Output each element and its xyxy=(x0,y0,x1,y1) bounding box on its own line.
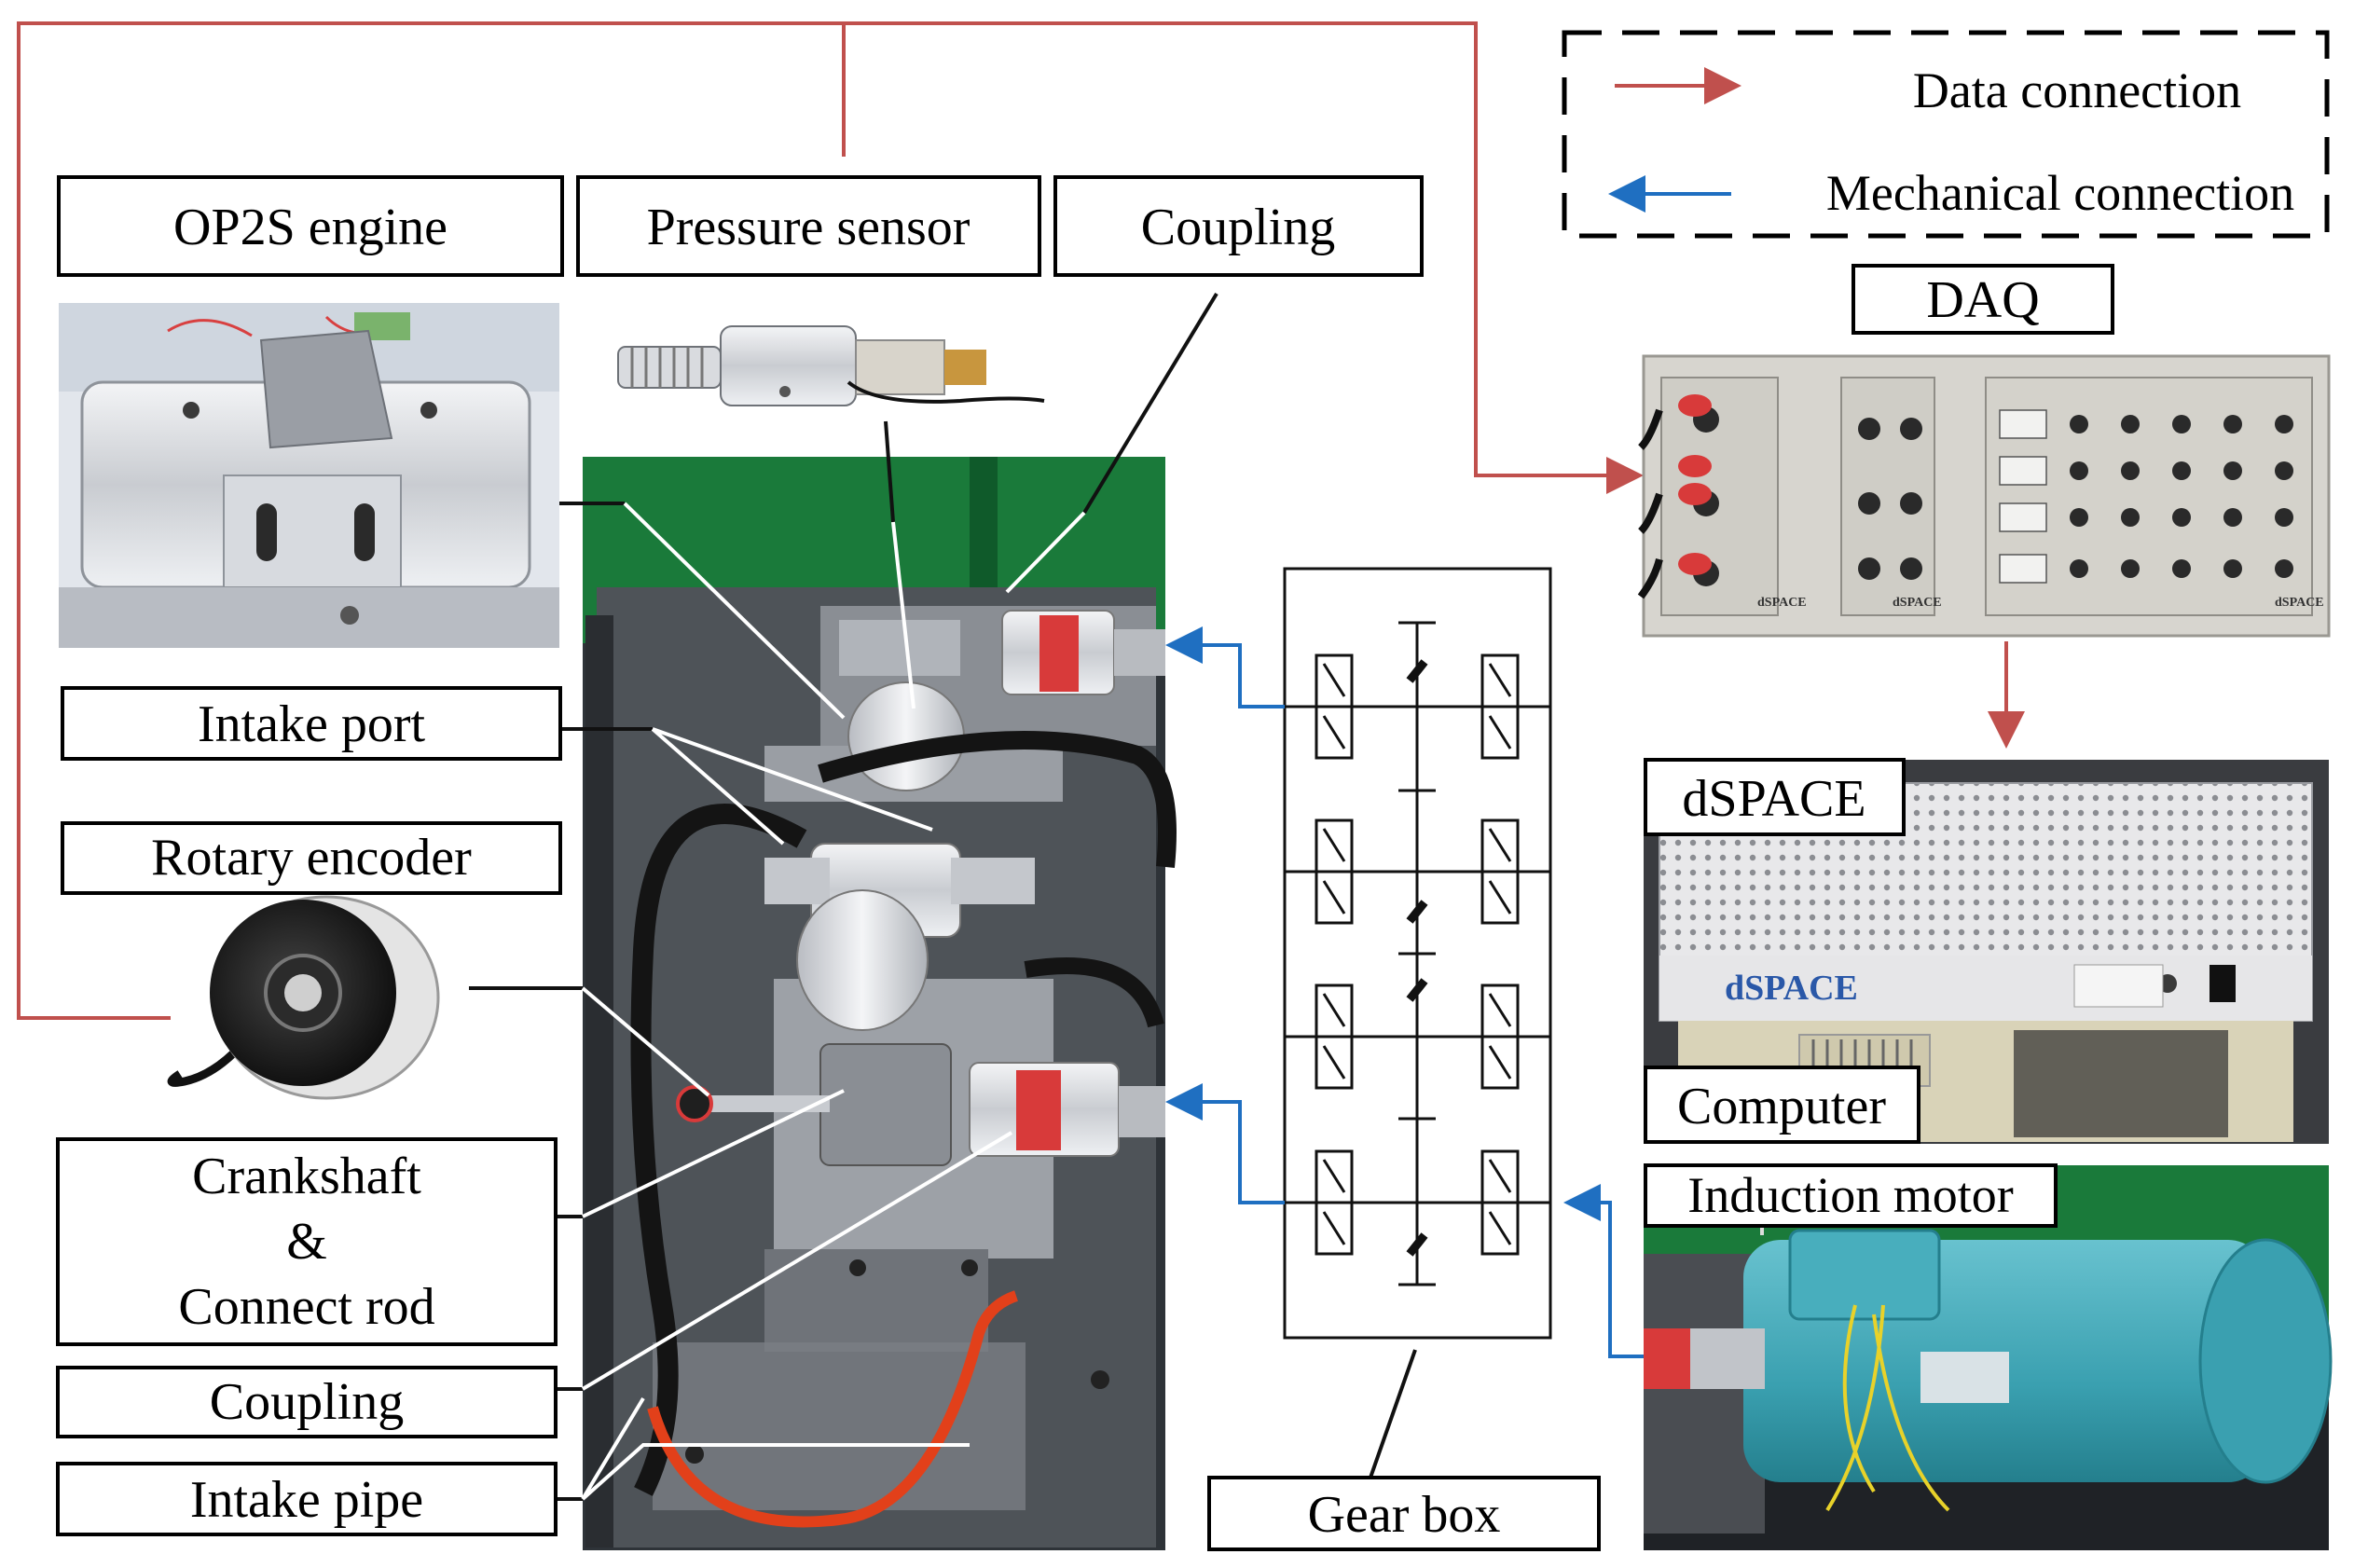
label-crankshaft: Crankshaft xyxy=(192,1148,421,1205)
gear-box-diagram xyxy=(1283,567,1552,1340)
label-box-dspace xyxy=(1644,758,1906,836)
label-coupling-bottom: Coupling xyxy=(210,1373,404,1431)
label-boxes xyxy=(56,175,2114,1551)
rotary-encoder-photo xyxy=(167,895,440,1100)
label-coupling-top: Coupling xyxy=(1141,199,1335,256)
label-crankshaft-ampersand: & xyxy=(286,1213,327,1271)
pressure-sensor-photo xyxy=(617,325,1045,406)
label-box-computer xyxy=(1644,1066,1920,1144)
label-intake-port: Intake port xyxy=(198,695,426,753)
label-box-intake-pipe xyxy=(56,1462,558,1536)
label-intake-pipe: Intake pipe xyxy=(190,1471,423,1529)
op2s-engine-photo xyxy=(59,303,559,648)
label-pressure-sensor: Pressure sensor xyxy=(647,199,971,256)
daq-brand-text-3: dSPACE xyxy=(2275,596,2324,610)
label-box-gear-box xyxy=(1207,1476,1601,1551)
gear-pins xyxy=(1406,659,1428,1257)
legend-border xyxy=(1562,30,2330,239)
label-gear-box: Gear box xyxy=(1308,1486,1501,1544)
label-box-coupling-top xyxy=(1053,175,1424,277)
data-line-encoder-loop xyxy=(17,21,1644,1020)
label-box-pressure-sensor xyxy=(576,175,1041,277)
label-rotary-encoder: Rotary encoder xyxy=(151,829,472,887)
label-computer: Computer xyxy=(1677,1078,1886,1135)
gear-bearings xyxy=(1315,653,1520,1256)
label-texts: OP2S engine Pressure sensor Coupling Int… xyxy=(151,199,2039,1544)
test-bench-photo xyxy=(583,457,1177,1550)
mech-line-motor xyxy=(1563,1184,1644,1358)
label-daq: DAQ xyxy=(1926,271,2039,329)
label-op2s-engine: OP2S engine xyxy=(173,199,447,256)
label-box-coupling-bottom xyxy=(56,1366,558,1438)
label-box-induction-motor xyxy=(1644,1163,2058,1228)
dspace-brand-text: dSPACE xyxy=(1725,969,1858,1008)
label-box-op2s-engine xyxy=(57,175,564,277)
label-box-crankshaft xyxy=(56,1137,558,1346)
mech-line-bottom xyxy=(1165,1083,1285,1204)
legend: Data connection Mechanical connection xyxy=(1562,30,2330,239)
label-dspace: dSPACE xyxy=(1682,770,1865,828)
mech-line-top xyxy=(1165,626,1285,708)
label-box-rotary-encoder xyxy=(61,821,562,895)
legend-mechanical-connection: Mechanical connection xyxy=(1826,165,2294,221)
legend-data-connection: Data connection xyxy=(1913,62,2241,118)
data-connection-lines xyxy=(17,21,2025,1020)
label-connect-rod: Connect rod xyxy=(178,1278,434,1336)
label-box-daq xyxy=(1852,264,2114,335)
mechanical-connection-lines xyxy=(1165,626,1644,1358)
induction-motor-photo xyxy=(1644,1165,2333,1550)
label-box-intake-port xyxy=(61,686,562,761)
label-induction-motor: Induction motor xyxy=(1687,1167,2013,1223)
daq-brand-text-2: dSPACE xyxy=(1893,596,1942,610)
daq-photo: dSPACE dSPACE dSPACE xyxy=(1637,354,2331,638)
callout-leaders xyxy=(469,292,1417,1501)
daq-brand-text-1: dSPACE xyxy=(1757,596,1807,610)
